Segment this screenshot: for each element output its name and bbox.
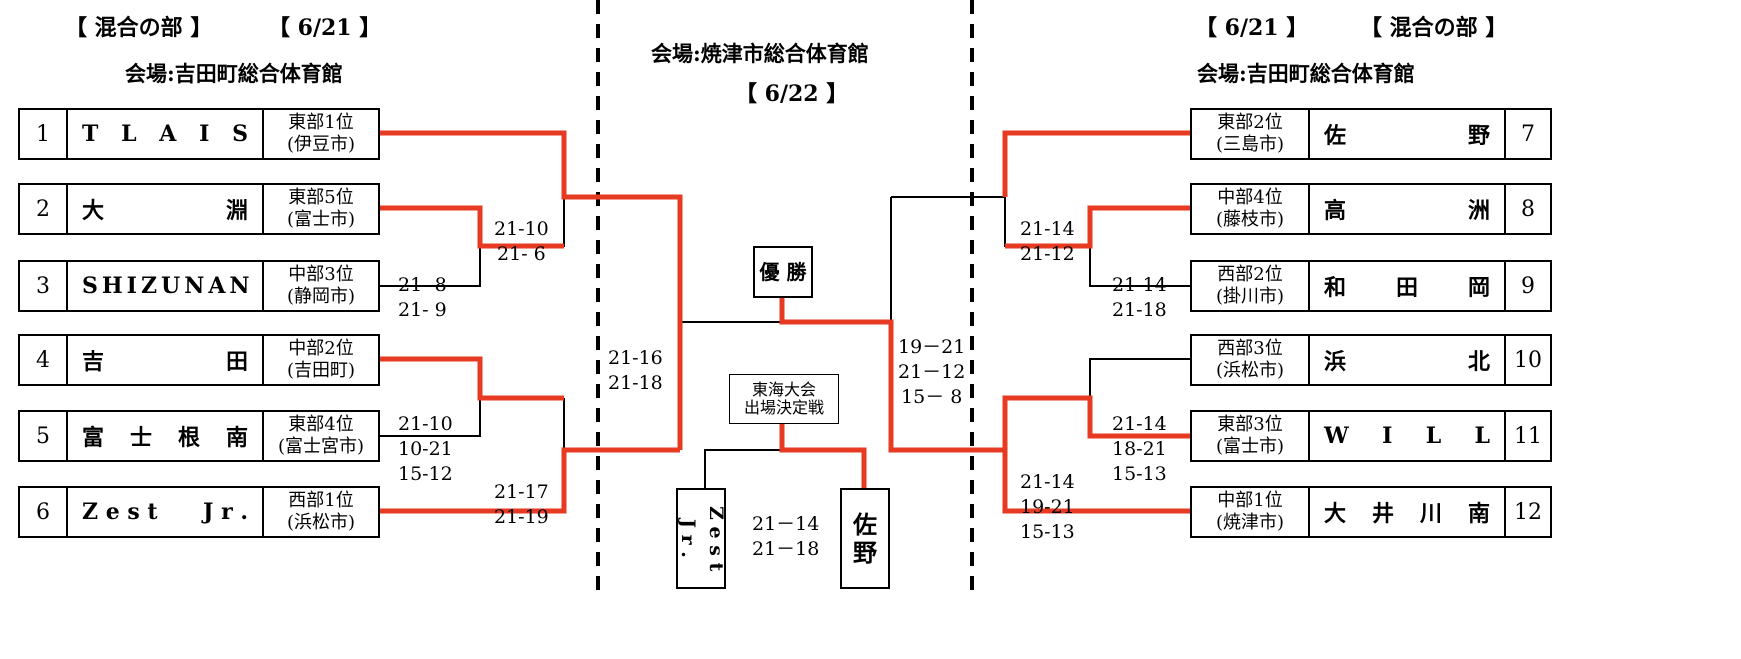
left-red-path-team1: [378, 130, 683, 450]
right-team-row-12: 中部1位(焼津市) 大井川南 12: [1190, 486, 1552, 538]
team-number: 5: [20, 412, 68, 460]
left-line-team5: [378, 398, 481, 437]
team-seed: 西部1位(浜松市): [286, 490, 356, 533]
right-red-path-team8: [1005, 205, 1192, 249]
left-red-path-team2: [378, 205, 564, 249]
team-name: 吉田: [68, 336, 264, 384]
team-name: 浜北: [1310, 336, 1506, 384]
left-line-team3: [378, 246, 481, 287]
third-place-red-path: [779, 424, 867, 488]
center-venue: 会場:焼津市総合体育館: [651, 41, 869, 66]
champion-box: 優 勝: [753, 246, 813, 298]
team-seed: 中部2位(吉田町): [286, 338, 356, 381]
team-number: 6: [20, 488, 68, 536]
left-venue: 会場:吉田町総合体育館: [125, 61, 343, 86]
team-number: 8: [1521, 196, 1535, 222]
right-line-team9: [1089, 246, 1192, 287]
team-number: 7: [1521, 121, 1535, 147]
team-number: 9: [1521, 273, 1535, 299]
team-name: 大淵: [68, 185, 264, 233]
right-team-row-9: 西部2位(掛川市) 和田岡 9: [1190, 260, 1552, 312]
team-number: 2: [20, 185, 68, 233]
team-seed: 東部4位(富士宮市): [277, 414, 365, 457]
team-seed: 中部1位(焼津市): [1192, 488, 1310, 536]
sano-vertical-box: 佐 野: [840, 488, 890, 589]
left-team-row-5: 5 富士根南 東部4位(富士宮市): [18, 410, 380, 462]
team-name: 和田岡: [1310, 262, 1506, 310]
right-venue: 会場:吉田町総合体育館: [1197, 61, 1415, 86]
right-line-team10: [1089, 358, 1192, 398]
team-number: 1: [20, 110, 68, 158]
left-team-row-3: 3 SHIZUNAN 中部3位(静岡市): [18, 260, 380, 312]
right-red-path-team7: [1002, 130, 1192, 197]
team-name: SHIZUNAN: [68, 262, 264, 310]
center-date: 【 6/22 】: [735, 81, 849, 107]
team-number: 3: [20, 262, 68, 310]
right-date: 【 6/21 】: [1195, 15, 1309, 41]
team-seed: 西部3位(浜松市): [1192, 336, 1310, 384]
team-name: 大井川南: [1310, 488, 1506, 536]
third-place-label-box: 東海大会 出場決定戦: [729, 374, 839, 424]
left-date: 【 6/21 】: [268, 15, 382, 41]
left-red-path-team4: [378, 356, 564, 401]
left-team-row-2: 2 大淵 東部5位(富士市): [18, 183, 380, 235]
zest-jr-vertical-box: J r . Z e s t: [676, 488, 727, 589]
right-division-title: 【 混合の部 】: [1360, 15, 1508, 41]
team-seed: 西部2位(掛川市): [1192, 262, 1310, 310]
team-number: 4: [20, 336, 68, 384]
team-seed: 東部2位(三島市): [1192, 110, 1310, 158]
team-number: 11: [1514, 423, 1542, 449]
team-name: 高洲: [1310, 185, 1506, 233]
team-number: 10: [1514, 347, 1542, 373]
team-seed: 東部5位(富士市): [286, 187, 356, 230]
team-seed: 中部3位(静岡市): [286, 264, 356, 307]
right-team-row-10: 西部3位(浜松市) 浜北 10: [1190, 334, 1552, 386]
right-red-path-team12: [779, 298, 1192, 514]
right-red-path-team11: [1002, 395, 1192, 450]
team-seed: 中部4位(藤枝市): [1192, 185, 1310, 233]
right-team-row-8: 中部4位(藤枝市) 高洲 8: [1190, 183, 1552, 235]
left-division-title: 【 混合の部 】: [65, 15, 213, 41]
team-seed: 東部3位(富士市): [1192, 412, 1310, 460]
team-seed: 東部1位(伊豆市): [286, 112, 356, 155]
left-red-path-team6: [378, 447, 680, 514]
team-number: 12: [1514, 499, 1542, 525]
left-team-row-4: 4 吉田 中部2位(吉田町): [18, 334, 380, 386]
team-name: 佐野: [1310, 110, 1506, 158]
right-team-row-7: 東部2位(三島市) 佐野 7: [1190, 108, 1552, 160]
team-name: 富士根南: [68, 412, 264, 460]
